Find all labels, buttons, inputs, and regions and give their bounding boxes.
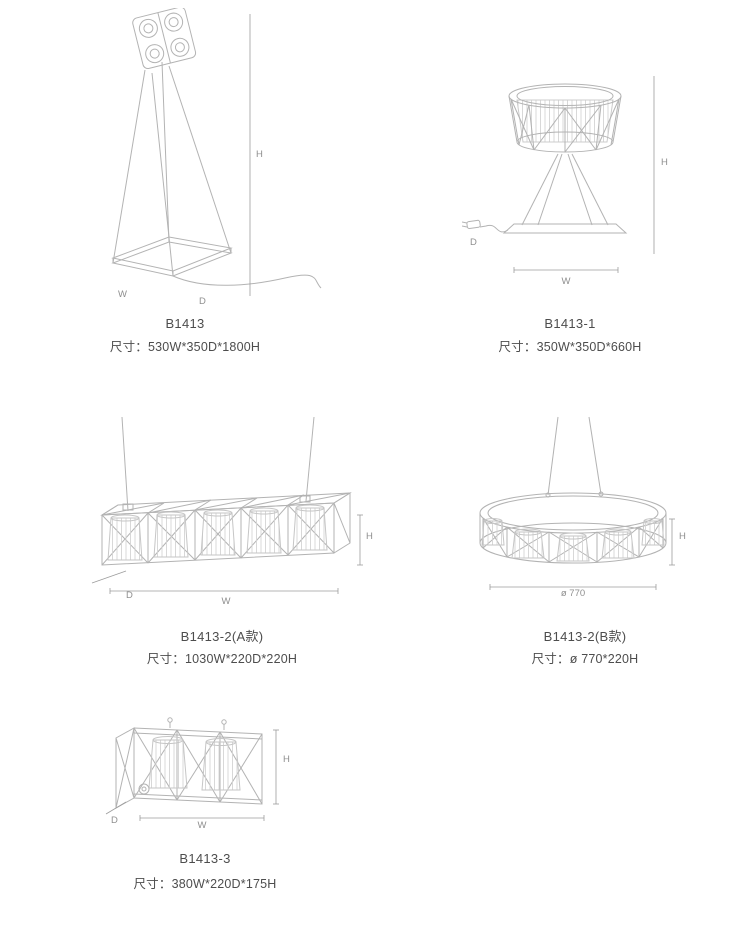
product-name: B1413-2(A款)	[180, 629, 264, 644]
depth-label: D	[470, 237, 477, 248]
suspension-cord	[588, 416, 602, 495]
stand-legs	[521, 153, 609, 226]
product-size: 尺寸：530W*350D*1800H	[109, 340, 261, 354]
floor-lamp-drawing	[85, 8, 325, 308]
product-name: B1413-1	[544, 316, 596, 331]
height-label: H	[366, 531, 373, 542]
product-size: 尺寸：1030W*220D*220H	[146, 652, 298, 666]
width-label: W	[561, 276, 571, 287]
width-label: W	[197, 820, 207, 831]
height-label: H	[679, 531, 686, 542]
depth-dimension-line	[91, 570, 127, 584]
product-size: 尺寸：ø 770*220H	[531, 652, 639, 666]
height-label: H	[256, 149, 263, 160]
pleated-shades	[107, 504, 328, 561]
linear-pendant-illustration	[91, 416, 363, 594]
round-pendant-illustration	[479, 416, 675, 590]
round-pendant-drawing	[468, 415, 688, 605]
height-label: H	[661, 157, 668, 168]
lamp-base	[502, 223, 628, 234]
power-cord	[172, 274, 322, 289]
suspension-cord	[121, 416, 129, 512]
linear-pendant-drawing	[88, 415, 378, 605]
pleated-shades	[148, 736, 241, 791]
table-lamp-illustration	[462, 76, 655, 273]
power-cord	[479, 224, 509, 233]
pleated-shades	[481, 518, 665, 562]
depth-dimension-line	[105, 801, 127, 815]
product-name: B1413-3	[179, 851, 231, 866]
depth-label: D	[126, 590, 133, 601]
plug	[466, 219, 481, 230]
depth-label: D	[199, 296, 206, 307]
spotlight-head	[132, 8, 197, 70]
floor-lamp-illustration	[111, 8, 322, 296]
diameter-label: ø 770	[560, 588, 586, 599]
product-size: 尺寸：380W*220D*175H	[133, 877, 277, 891]
suspension-cord	[547, 416, 559, 496]
width-label: W	[118, 289, 127, 300]
width-label: W	[221, 596, 231, 607]
box-lamp-drawing	[100, 710, 290, 845]
suspension-cord	[305, 416, 315, 502]
product-name: B1413	[165, 316, 205, 331]
product-name: B1413-2(B款)	[543, 629, 627, 644]
table-lamp-drawing	[462, 70, 672, 282]
depth-label: D	[111, 815, 118, 826]
box-lamp-illustration	[105, 717, 279, 821]
height-label: H	[283, 754, 290, 765]
product-size: 尺寸：350W*350D*660H	[498, 340, 642, 354]
